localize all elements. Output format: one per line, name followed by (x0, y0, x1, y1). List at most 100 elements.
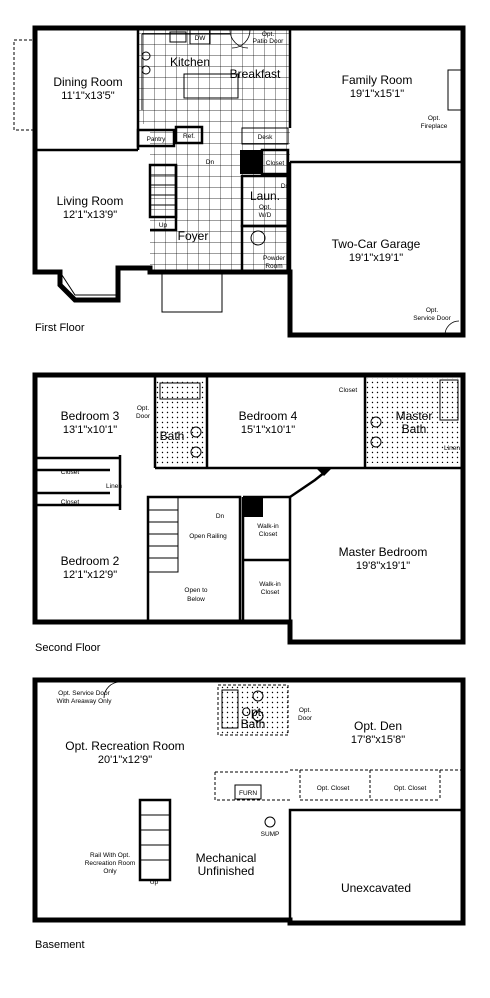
living-room-name: Living Room (57, 194, 124, 208)
closet-c-label: Closet (339, 387, 358, 394)
living-bay-window (59, 271, 119, 296)
master-bath-name: Master (396, 409, 433, 423)
foyer-wall (150, 165, 178, 232)
rail-label-3: Only (103, 868, 117, 875)
ref-label: Ref. (183, 133, 195, 140)
master-tub (439, 379, 459, 421)
closet-a-label: Closet (61, 469, 80, 476)
first-floor-label: First Floor (35, 322, 85, 334)
kitchen-tile-floor (138, 28, 290, 124)
kitchen-name: Kitchen (170, 55, 210, 69)
walk-in-fill (243, 497, 263, 517)
pantry (136, 128, 176, 148)
opt-bath-name-2: Bath (241, 717, 266, 731)
foyer-tile-floor (150, 124, 290, 272)
cooktop-burner (141, 51, 151, 61)
opt-closet-b-label: Opt. Closet (394, 785, 427, 792)
unexcavated-name: Unexcavated (341, 881, 411, 895)
dishwasher (189, 29, 211, 45)
kitchen-island (183, 73, 239, 99)
master-sink (370, 416, 382, 428)
garage-service-door (444, 320, 460, 336)
foyer-name: Foyer (178, 229, 209, 243)
bath-sink (190, 426, 202, 438)
opt-door-label-1: Opt. (137, 405, 149, 412)
desk (241, 127, 289, 145)
rail-label-1: Rail With Opt. (90, 852, 130, 859)
closet-b-label: Closet (61, 499, 80, 506)
fireplace-label-1: Opt. (428, 115, 440, 122)
patio-door-label-1: Opt. (262, 31, 274, 38)
stair-treads (150, 174, 176, 206)
stair-treads (148, 509, 178, 559)
walkin1-label-1: Walk-in (257, 523, 279, 530)
unexcavated-area (288, 808, 465, 925)
rec-room-name: Opt. Recreation Room (65, 739, 184, 753)
stair-up-label: Up (159, 222, 168, 229)
opt-bath (217, 684, 289, 736)
front-steps (161, 271, 223, 313)
basement-bath-tile (218, 685, 288, 735)
dw-label: DW (195, 35, 207, 42)
bath-tile (155, 380, 207, 465)
mechanical-name: Mechanical (196, 851, 257, 865)
dining-window-bay (13, 39, 35, 131)
patio-door-swing (229, 29, 251, 49)
stair-up-label: Up (150, 879, 159, 886)
first-floor-exterior-wall (32, 25, 466, 338)
bedroom4-dims: 15'1"x10'1" (241, 424, 295, 436)
bedroom4-name: Bedroom 4 (239, 409, 298, 423)
stair-dn-label: Dn (216, 513, 225, 520)
open-railing-label: Open Railing (189, 533, 227, 540)
service-door-label-2: Service Door (413, 315, 451, 322)
service-door-label-1: Opt. Service Door (58, 690, 110, 697)
bedroom3-dims: 13'1"x10'1" (63, 424, 117, 436)
stair-treads (140, 814, 170, 861)
breakfast-name: Breakfast (230, 67, 281, 81)
powder-toilet (250, 230, 266, 246)
master-bath-name-2: Bath (402, 422, 427, 436)
first-floor-plan: Dining Room 11'1"x13'5" Living Room 12'1… (13, 25, 466, 338)
furn-label: FURN (239, 790, 257, 797)
master-sink (370, 436, 382, 448)
basement-sink (252, 690, 264, 702)
dining-room-name: Dining Room (53, 75, 122, 89)
master-bed-arrow (316, 468, 332, 476)
powder-label-2: Room (265, 263, 282, 270)
family-room-name: Family Room (342, 73, 413, 87)
service-door-label-1: Opt. (426, 307, 438, 314)
den-dims: 17'8"x15'8" (351, 734, 405, 746)
closet-fill (240, 150, 262, 174)
dining-room-dims: 11'1"x13'5" (61, 90, 114, 102)
refrigerator (174, 125, 204, 145)
service-door-swing (103, 681, 121, 699)
closet-label: Closet (266, 160, 285, 167)
family-room-dims: 19'1"x15'1" (350, 88, 404, 100)
rec-room-dims: 20'1"x12'9" (98, 754, 152, 766)
linen-b-label: Linen (444, 445, 460, 452)
opt-closets (299, 770, 441, 801)
bedroom2-name: Bedroom 2 (61, 554, 120, 568)
furnace-room-partition (214, 771, 290, 801)
laundry-name: Laun. (250, 189, 280, 203)
second-floor-label: Second Floor (35, 642, 101, 654)
basement-label: Basement (35, 939, 85, 951)
walkin2-label-2: Closet (261, 589, 280, 596)
living-room-dims: 12'1"x13'9" (63, 209, 117, 221)
opt-door-label-2: Door (298, 715, 313, 722)
cooktop-burner (141, 65, 151, 75)
basement-tub (221, 689, 239, 729)
basement-plan: Opt. Recreation Room 20'1"x12'9" Opt. De… (32, 677, 466, 951)
walkin2-label-1: Walk-in (259, 581, 281, 588)
opt-door-label-2: Door (136, 413, 151, 420)
open-below-label-1: Open to (184, 587, 208, 594)
open-to-below (146, 495, 242, 624)
fireplace (447, 69, 463, 111)
mechanical-name-2: Unfinished (198, 864, 255, 878)
garage-dims: 19'1"x19'1" (349, 252, 403, 264)
service-door-label-2: With Areaway Only (57, 698, 113, 705)
opt-bath-name: Opt. (242, 705, 265, 719)
bath-name: Bath (160, 429, 185, 443)
stair-dn-label: Dn (206, 159, 215, 166)
second-floor-exterior-wall (32, 372, 466, 645)
